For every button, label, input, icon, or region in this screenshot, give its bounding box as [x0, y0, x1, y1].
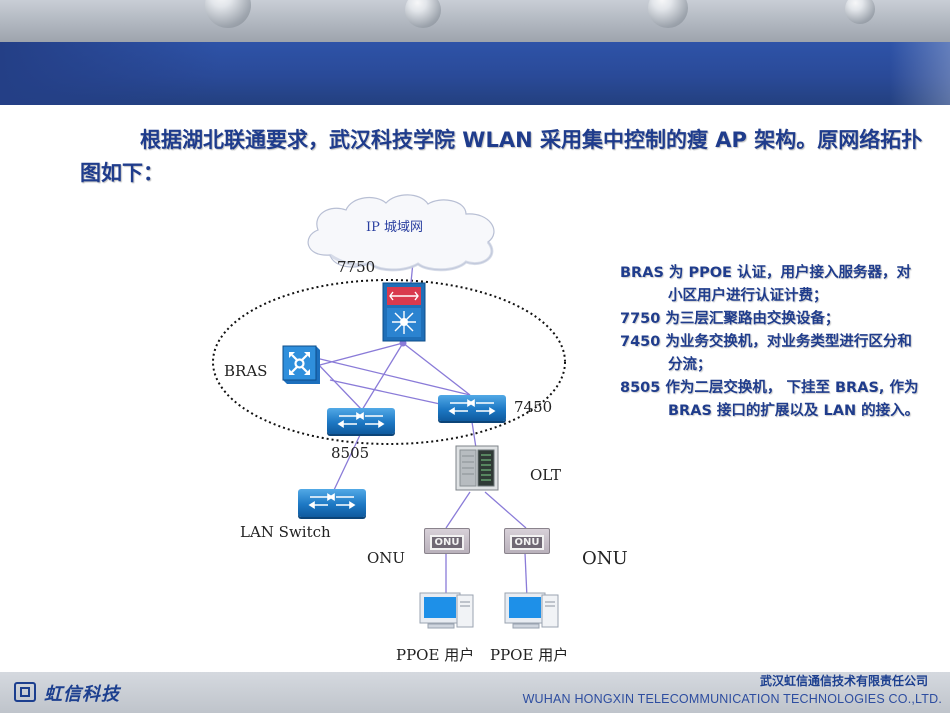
link-7750-7450 — [402, 342, 471, 396]
router-7750-label: 7750 — [337, 258, 376, 276]
lan-switch-label: LAN Switch — [240, 523, 331, 541]
cloud-label: IP 城域网 — [366, 220, 424, 235]
bras-router-icon — [282, 345, 320, 384]
link-olt-onu-right — [484, 491, 527, 529]
link-onu-pc-right — [524, 552, 528, 599]
router-7750-icon — [382, 282, 426, 342]
link-7450-olt — [471, 421, 477, 449]
pc-right-label: PPOE 用户 — [490, 646, 569, 664]
onu-box-label: ONU — [430, 535, 464, 550]
pc-user-left-icon — [419, 592, 474, 629]
lan-switch-icon — [298, 489, 366, 517]
company-logo-text: 虹信科技 — [44, 684, 120, 705]
description-notes: BRAS 为 PPOE 认证，用户接入服务器，对小区用户进行认证计费； 7750… — [620, 262, 920, 423]
switch-7450-icon — [438, 395, 506, 421]
note-7750: 7750 为三层汇聚路由交换设备； — [620, 311, 840, 327]
onu-left-icon: ONU — [424, 528, 470, 554]
onu-left-label: ONU — [367, 549, 406, 567]
olt-label: OLT — [530, 466, 562, 484]
footer-bar: 虹信科技 武汉虹信通信技术有限责任公司 WUHAN HONGXIN TELECO… — [0, 672, 950, 713]
company-name-en: WUHAN HONGXIN TELECOMMUNICATION TECHNOLO… — [522, 692, 942, 706]
onu-box-label: ONU — [510, 535, 544, 550]
link-bras-8505 — [315, 361, 363, 411]
link-bras-7450 — [315, 357, 471, 396]
header-top-banner — [0, 0, 950, 42]
link-8505-lanswitch — [333, 434, 361, 491]
link-bras-7450b — [329, 379, 441, 405]
header-blue-band — [0, 42, 950, 105]
bras-label: BRAS — [224, 362, 268, 380]
decorative-bubble — [405, 0, 441, 28]
onu-right-icon: ONU — [504, 528, 550, 554]
pc-left-label: PPOE 用户 — [396, 646, 475, 664]
note-7450: 7450 为业务交换机，对业务类型进行区分和分流； — [620, 334, 912, 373]
switch-8505-icon — [327, 408, 395, 434]
company-name-cn: 武汉虹信通信技术有限责任公司 — [759, 674, 928, 688]
pc-user-right-icon — [504, 592, 559, 629]
note-8505: 8505 作为二层交换机， 下挂至 BRAS, 作为 BRAS 接口的扩展以及 … — [620, 380, 920, 419]
onu-right-label: ONU — [582, 548, 628, 569]
switch-8505-label: 8505 — [331, 444, 370, 462]
intro-paragraph: 根据湖北联通要求，武汉科技学院 WLAN 采用集中控制的瘦 AP 架构。原网络拓… — [80, 128, 923, 185]
company-logo-icon — [14, 682, 36, 702]
olt-rack-icon — [455, 445, 499, 491]
note-bras: BRAS 为 PPOE 认证，用户接入服务器，对小区用户进行认证计费； — [620, 265, 912, 304]
switch-7450-label: 7450 — [514, 398, 553, 416]
core-domain-ellipse — [212, 279, 566, 445]
link-7750-bras — [315, 342, 404, 367]
link-7750-8505 — [361, 342, 404, 411]
link-olt-onu-left — [445, 491, 471, 529]
decorative-bubble — [845, 0, 875, 24]
ip-metro-cloud-icon — [307, 194, 495, 272]
